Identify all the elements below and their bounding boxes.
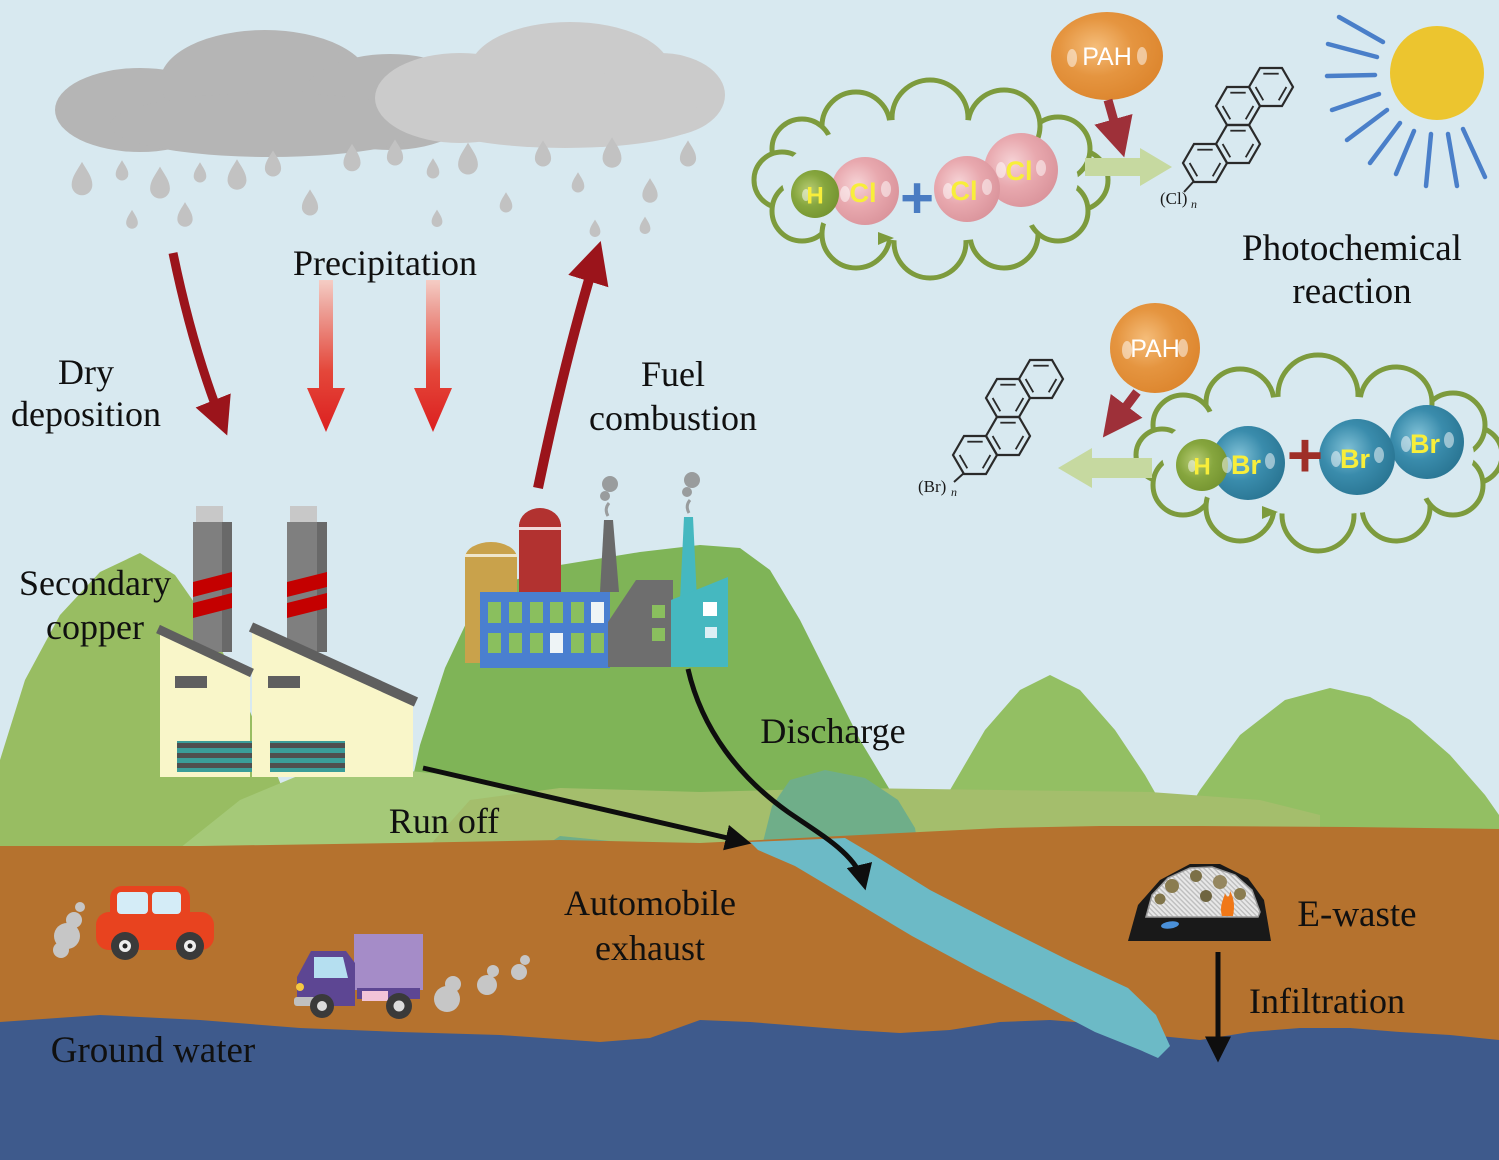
cl-atom-label: Cl bbox=[1006, 156, 1033, 186]
secondary-copper-label-line1: Secondary bbox=[19, 563, 171, 603]
fuel-combustion-label-line2: combustion bbox=[589, 398, 757, 438]
flame-icon bbox=[1221, 891, 1234, 916]
cycle-arrow-icon bbox=[878, 232, 894, 245]
exhaust-smoke-icon bbox=[53, 902, 85, 958]
chlorinated-pah-structure: (Cl) n bbox=[1160, 66, 1295, 211]
e-waste-pile bbox=[1128, 864, 1271, 941]
precipitation-label: Precipitation bbox=[293, 243, 477, 283]
hbr-molecules: H Br Br Br + bbox=[1176, 405, 1464, 500]
factory-shed bbox=[252, 628, 413, 777]
gray-workshop bbox=[608, 580, 673, 667]
teal-workshop bbox=[671, 577, 728, 667]
fuel-combustion-arrow bbox=[533, 240, 609, 490]
smokestack bbox=[600, 520, 619, 592]
pah-label: PAH bbox=[1130, 335, 1180, 363]
seafoam-patch-2 bbox=[762, 770, 918, 846]
br-atom-label: Br bbox=[1231, 450, 1261, 480]
blue-workshop bbox=[480, 592, 610, 668]
dry-deposition-label-line2: deposition bbox=[11, 394, 161, 434]
reaction-product-arrow-right bbox=[1085, 148, 1172, 186]
truck bbox=[294, 934, 530, 1019]
infiltration-label: Infiltration bbox=[1249, 981, 1405, 1021]
pah-to-cloud-arrow bbox=[1094, 98, 1133, 158]
chimney-cap bbox=[290, 506, 317, 524]
cl-atom-label: Cl bbox=[951, 176, 978, 206]
factory-windows bbox=[177, 741, 345, 772]
reaction-product-arrow-left bbox=[1058, 448, 1152, 488]
hcl-molecules: H Cl Cl Cl + bbox=[791, 133, 1058, 231]
cl-n-subscript: n bbox=[1191, 197, 1197, 211]
plus-sign: + bbox=[900, 166, 934, 231]
pah-molecule-1: PAH bbox=[1051, 12, 1163, 100]
smoke-icon bbox=[682, 472, 700, 514]
pah-label: PAH bbox=[1082, 43, 1132, 71]
river bbox=[750, 838, 1170, 1058]
run-off-arrow bbox=[422, 765, 752, 851]
sun-disc bbox=[1390, 26, 1484, 120]
discharge-label: Discharge bbox=[760, 711, 905, 751]
secondary-copper-factory bbox=[156, 506, 419, 777]
workshop-windows bbox=[488, 602, 604, 653]
hill-right-2 bbox=[1175, 688, 1499, 832]
chimney-cap bbox=[196, 506, 223, 524]
plus-sign: + bbox=[1287, 422, 1323, 491]
exhaust-smoke-icon bbox=[434, 955, 530, 1012]
run-off-label: Run off bbox=[389, 801, 499, 841]
precipitation-arrow bbox=[307, 280, 345, 432]
smoke-icon bbox=[600, 476, 618, 517]
secondary-copper-label-line2: copper bbox=[46, 607, 144, 647]
automobile-exhaust-label-line1: Automobile bbox=[564, 883, 736, 923]
sun-rays-icon bbox=[1324, 14, 1488, 189]
photochemical-reaction-label-line2: reaction bbox=[1292, 271, 1411, 312]
rain-cloud-light bbox=[375, 22, 725, 148]
brominated-pah-structure: (Br) n bbox=[918, 358, 1065, 499]
sun bbox=[1324, 14, 1488, 189]
br-atom-label: Br bbox=[1340, 444, 1370, 474]
car bbox=[53, 886, 214, 960]
factory-shed bbox=[160, 630, 250, 777]
dry-deposition-arrow bbox=[168, 252, 231, 436]
chimney-stripe bbox=[193, 572, 232, 597]
pah-molecule-2: PAH bbox=[1110, 303, 1200, 393]
br-n-subscript: n bbox=[951, 485, 957, 499]
br-n-label: (Br) bbox=[918, 477, 946, 496]
cycle-arrow-icon bbox=[1262, 506, 1278, 519]
photochemical-reaction-label-line1: Photochemical bbox=[1242, 228, 1462, 269]
pah-to-cloud-arrow bbox=[1102, 389, 1143, 438]
discharge-arrow bbox=[685, 668, 873, 891]
ground-water-layer bbox=[0, 1015, 1499, 1160]
h-atom-label: H bbox=[1193, 454, 1210, 481]
industrial-complex bbox=[465, 472, 728, 668]
cl-n-label: (Cl) bbox=[1160, 189, 1187, 208]
cargo-box bbox=[354, 934, 423, 990]
automobile-exhaust-label-line2: exhaust bbox=[595, 928, 705, 968]
dry-deposition-label-line1: Dry bbox=[58, 352, 114, 392]
h-atom-label: H bbox=[806, 183, 823, 210]
e-waste-label: E-waste bbox=[1297, 894, 1416, 935]
smokestack bbox=[680, 517, 697, 600]
fuel-combustion-label-line1: Fuel bbox=[641, 354, 705, 394]
precipitation-arrow bbox=[414, 280, 452, 432]
ground-water-label: Ground water bbox=[51, 1030, 255, 1071]
raindrops bbox=[71, 137, 697, 237]
br-atom-label: Br bbox=[1410, 429, 1440, 459]
cl-atom-label: Cl bbox=[850, 178, 877, 208]
